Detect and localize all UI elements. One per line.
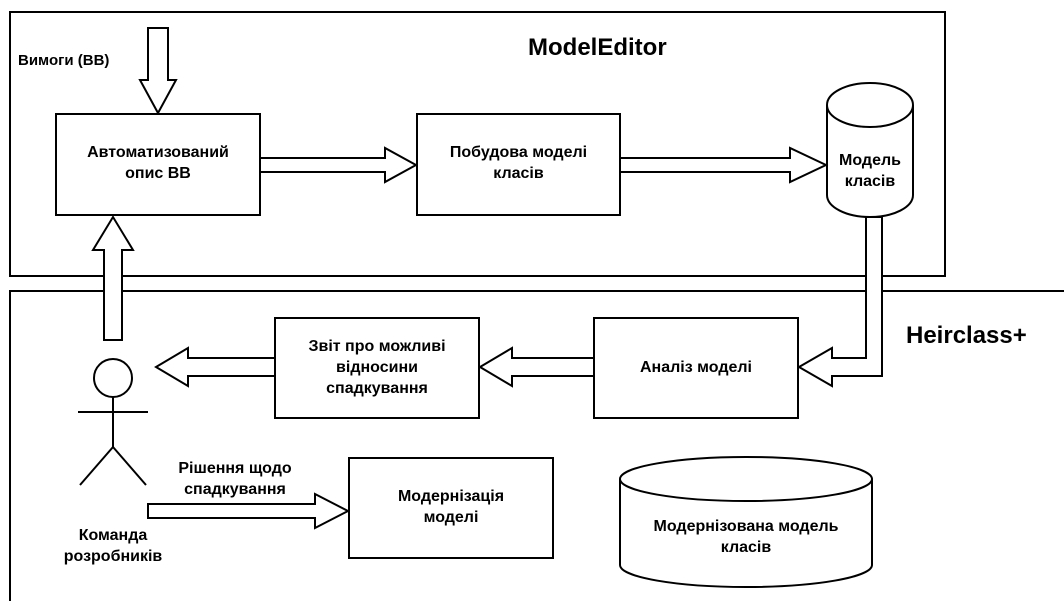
modernization-label: Модернізація моделі	[397, 488, 505, 526]
analysis-label: Аналіз моделі	[640, 359, 752, 376]
heirclass-title: Heirclass+	[906, 322, 1027, 349]
modernized-model-cylinder	[619, 456, 873, 588]
arrow-build-to-model	[619, 146, 829, 184]
arrow-decision-to-modernization	[147, 492, 351, 530]
arrow-team-to-desc	[91, 215, 135, 341]
build-model-label: Побудова моделі класів	[449, 144, 588, 182]
modeleditor-title: ModelEditor	[528, 34, 667, 61]
class-model-label: Модель класів	[839, 152, 901, 190]
developer-team-figure	[78, 358, 148, 486]
modernized-model-label: Модернізована модель класів	[653, 518, 839, 556]
arrow-model-to-analysis	[796, 216, 883, 388]
arrow-report-to-team	[154, 346, 276, 388]
team-label: Команда розробників	[63, 527, 163, 565]
arrow-analysis-to-report	[478, 346, 595, 388]
modeleditor-frame	[9, 11, 946, 277]
heirclass-frame	[9, 290, 1064, 601]
decision-label: Рішення щодо спадкування	[178, 460, 292, 498]
auto-desc-label: Автоматизований опис ВВ	[87, 144, 229, 182]
modernization-box	[348, 457, 554, 559]
input-arrow	[138, 27, 178, 116]
report-label: Звіт про можливі відносини спадкування	[308, 338, 446, 397]
arrow-desc-to-build	[259, 146, 419, 184]
input-label: Вимоги (ВВ)	[18, 52, 110, 69]
